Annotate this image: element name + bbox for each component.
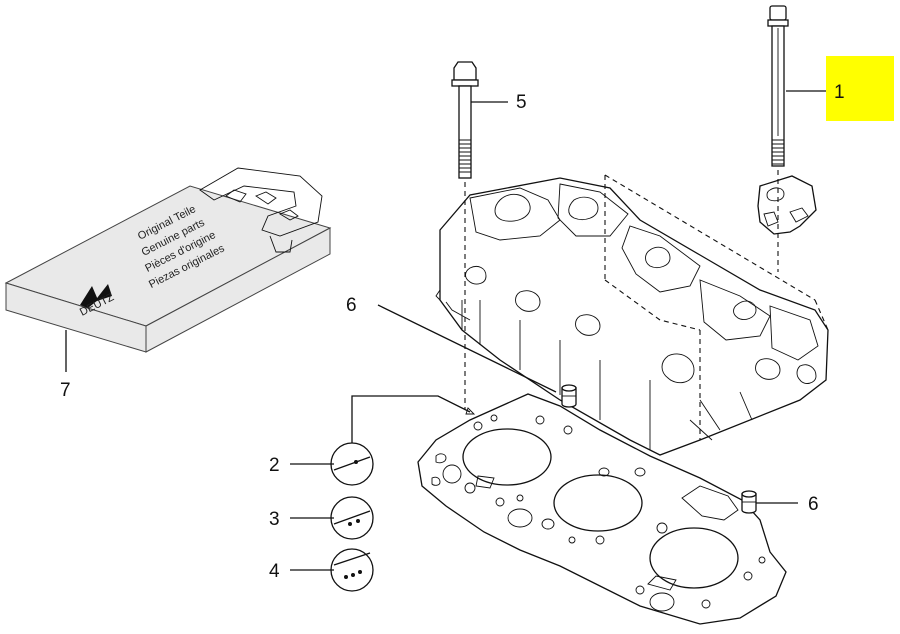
gasket-identification-disc-2[interactable] bbox=[330, 442, 374, 486]
deutz-logo-icon bbox=[80, 284, 112, 308]
part-6-dowel-sleeve-right[interactable] bbox=[741, 490, 757, 514]
part-6-dowel-sleeve-top[interactable] bbox=[561, 384, 577, 408]
part-5-cylinder-head-bolt[interactable] bbox=[451, 61, 479, 179]
leader-lines bbox=[65, 90, 826, 571]
callout-2: 2 bbox=[269, 455, 280, 476]
callout-4: 4 bbox=[269, 561, 280, 582]
callout-1: 1 bbox=[834, 82, 845, 103]
callout-6-top: 6 bbox=[346, 295, 357, 316]
callout-6-right: 6 bbox=[808, 494, 819, 515]
gasket-identification-disc-4[interactable] bbox=[330, 548, 374, 592]
callout-7: 7 bbox=[60, 380, 71, 401]
gasket-identification-disc-3[interactable] bbox=[330, 496, 374, 540]
callout-1-highlight bbox=[826, 56, 894, 121]
callout-5: 5 bbox=[516, 92, 527, 113]
cylinder-head-gasket bbox=[417, 393, 787, 625]
cylinder-head bbox=[435, 174, 829, 456]
rocker-bracket bbox=[757, 175, 817, 235]
callout-3: 3 bbox=[269, 509, 280, 530]
disc-bracket-leader bbox=[351, 395, 471, 443]
part-1-cylinder-head-bolt[interactable] bbox=[767, 5, 789, 167]
part-7-gasket-kit-box[interactable]: Original Teile Genuine parts Pièces d'or… bbox=[4, 167, 332, 353]
